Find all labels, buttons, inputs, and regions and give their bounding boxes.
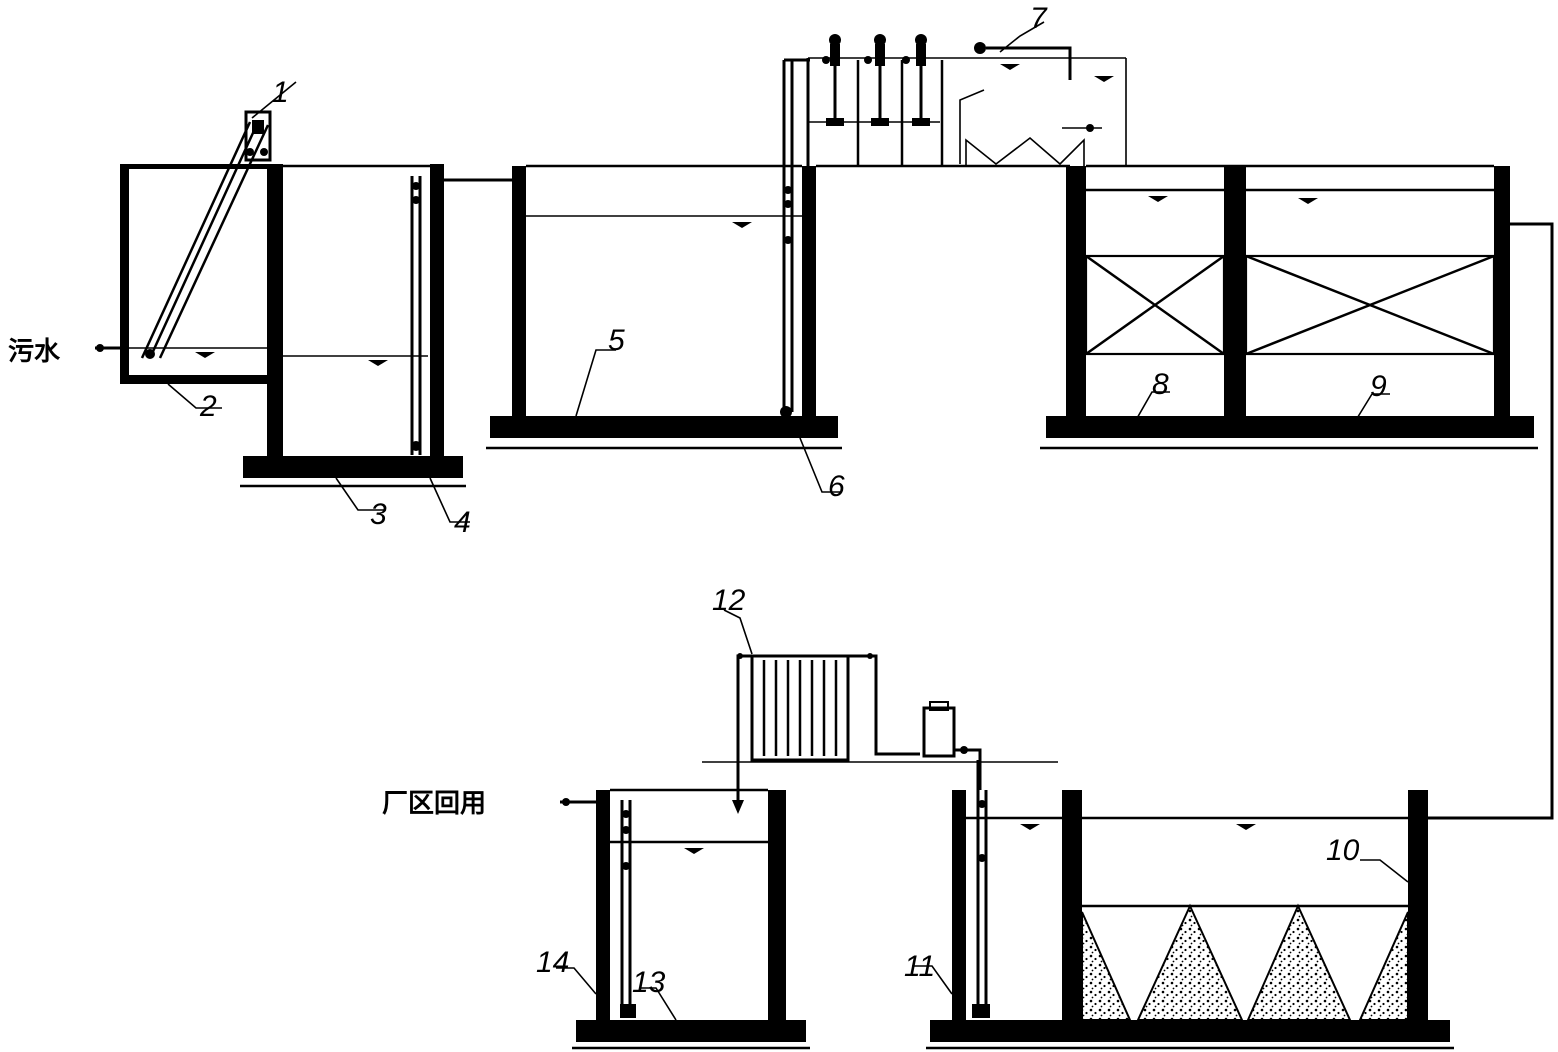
callouts: 1 2 3 4 5 6 7 8 9 10 11 12 13 14 <box>167 2 1409 1021</box>
callout-5: 5 <box>608 324 625 357</box>
outlet-label: 厂区回用 <box>382 789 486 819</box>
callout-11: 11 <box>904 950 935 983</box>
outlet-arrow <box>560 798 600 806</box>
dosing-settler-unit <box>784 34 1127 168</box>
callout-4: 4 <box>454 506 471 539</box>
callout-1: 1 <box>272 76 289 109</box>
callout-13: 13 <box>632 966 666 999</box>
inlet-arrow <box>95 344 155 359</box>
screen-well <box>120 110 466 488</box>
callout-10: 10 <box>1326 834 1360 867</box>
pipe-tank9-to-tank10 <box>1428 222 1554 820</box>
equalization-tank <box>486 60 842 450</box>
callout-7: 7 <box>1030 2 1048 35</box>
callout-3: 3 <box>370 498 387 531</box>
callout-6: 6 <box>828 470 845 503</box>
callout-8: 8 <box>1152 368 1169 401</box>
reuse-water-tank <box>572 788 810 1050</box>
callout-14: 14 <box>536 946 569 979</box>
inlet-label: 污水 <box>8 337 61 367</box>
callout-9: 9 <box>1370 370 1387 403</box>
sand-filter-and-clearwell <box>926 760 1454 1050</box>
callout-12: 12 <box>712 584 746 617</box>
callout-2: 2 <box>199 390 217 423</box>
membrane-unit <box>702 653 1058 814</box>
bio-filter-tanks <box>1040 164 1538 450</box>
